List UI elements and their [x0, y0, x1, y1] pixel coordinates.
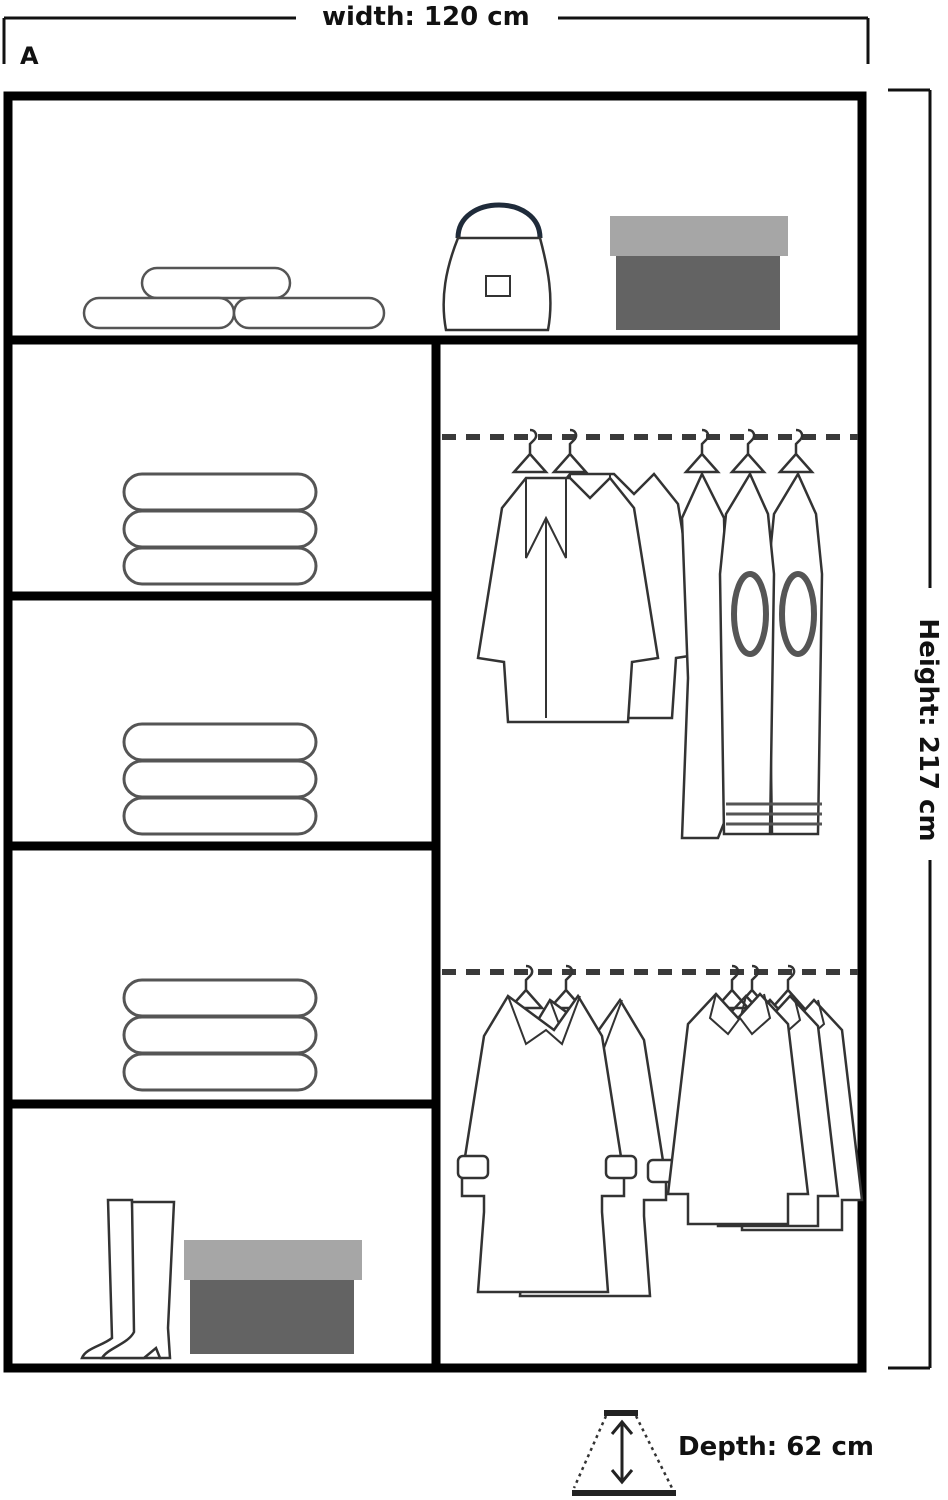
depth-label: Depth: 62 cm [678, 1432, 874, 1462]
handbag-icon [442, 202, 552, 332]
folded-clothes-icon [122, 978, 318, 1092]
depth-icon [572, 1410, 676, 1496]
top-shelf-clothes-icon [82, 266, 386, 330]
width-label: width: 120 cm [322, 2, 530, 32]
storage-box-icon [184, 1240, 362, 1354]
hanging-jacket-icon [476, 428, 704, 724]
hanging-shirt-icon [666, 964, 864, 1232]
boots-icon [80, 1198, 176, 1360]
folded-clothes-icon [122, 722, 318, 836]
hanging-knit-dress-icon [680, 428, 822, 840]
folded-clothes-icon [122, 472, 318, 586]
height-dimension-line [888, 88, 932, 1370]
width-dimension-line [2, 16, 870, 64]
corner-label: A [20, 42, 39, 70]
storage-box-icon [610, 216, 788, 330]
hanging-fur-coat-icon [456, 964, 680, 1298]
height-label: Height: 217 cm [913, 618, 943, 842]
wardrobe-frame [3, 91, 867, 1373]
